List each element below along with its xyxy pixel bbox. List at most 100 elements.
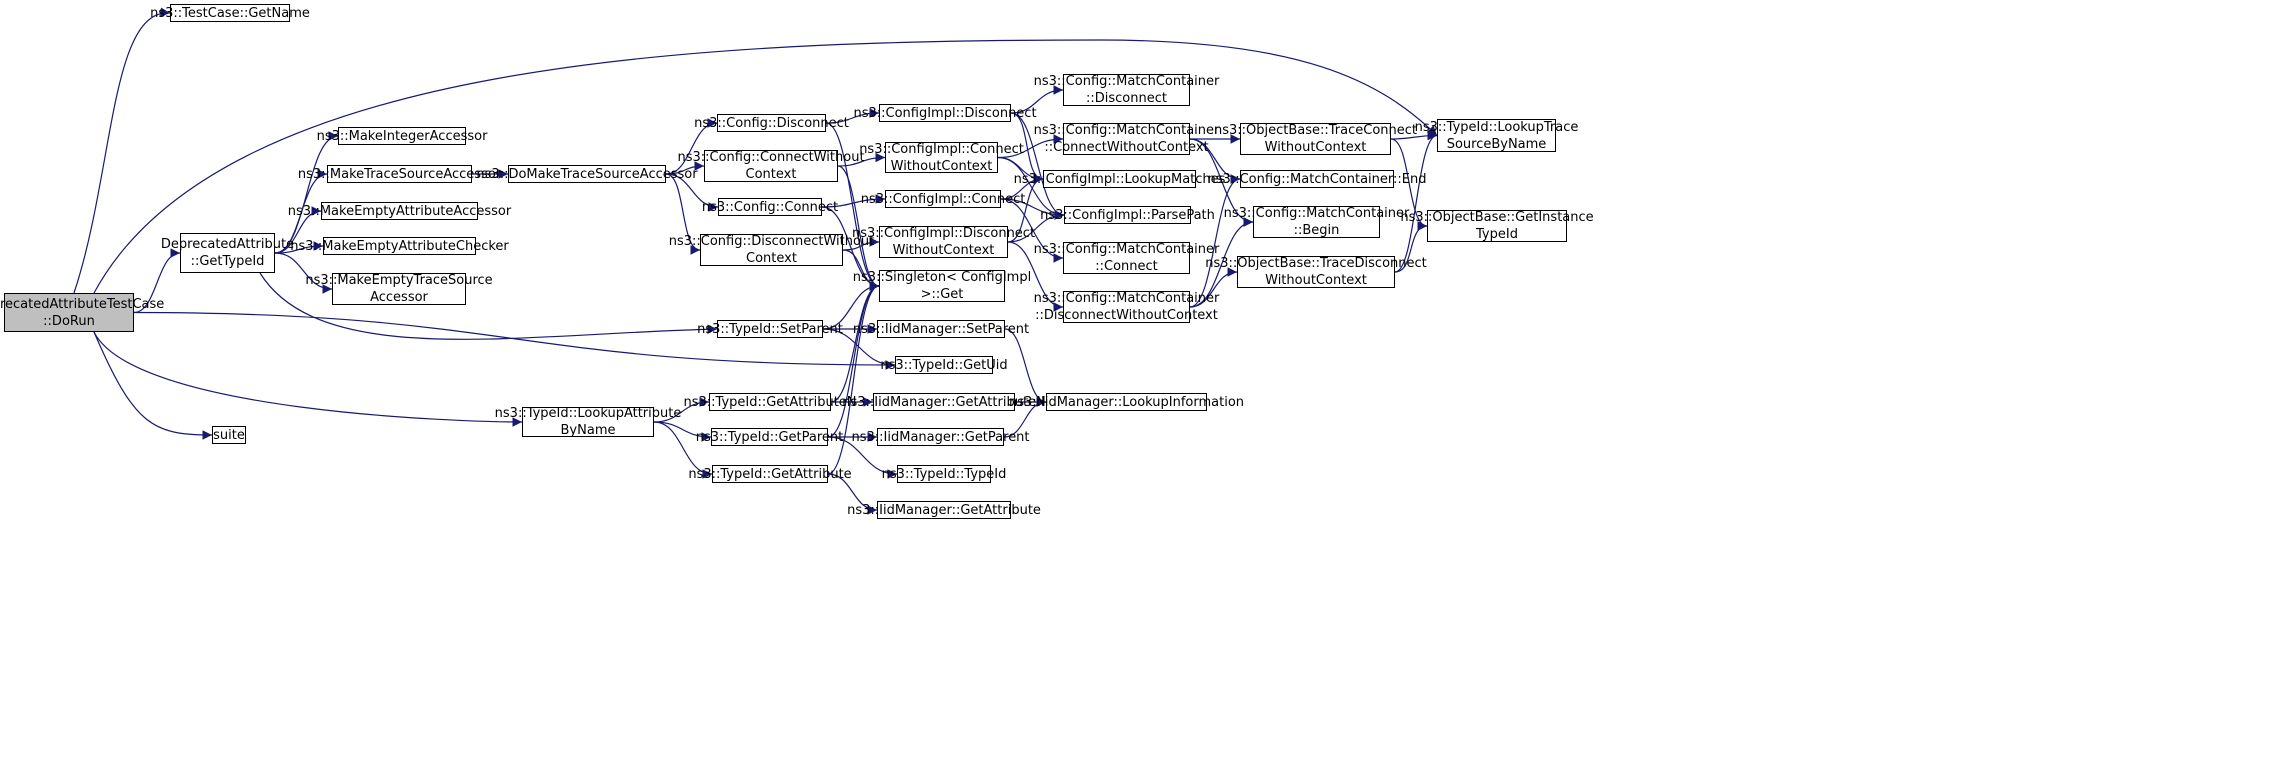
- edge-SetParent-to-GetUid: [822, 328, 896, 370]
- graph-node-label: ::Connect: [1095, 259, 1158, 274]
- graph-node-impl-disconnect[interactable]: ns3::ConfigImpl::Disconnect: [853, 104, 1037, 122]
- edge-MCDisconnectWithoutContext-to-MCEnd: [1189, 174, 1241, 308]
- edge-MCConnectWithoutContext-to-MCBegin: [1189, 138, 1254, 227]
- graph-node-iid-get-attribute-n[interactable]: ns3::IidManager::GetAttributeN: [842, 393, 1046, 411]
- graph-node-label: ns3::TypeId::GetAttributeN: [683, 394, 857, 410]
- graph-node-mcbegin[interactable]: ns3::Config::MatchContainer::Begin: [1224, 206, 1409, 238]
- graph-node-label: ns3::Config::Connect: [701, 199, 839, 215]
- edge-GetTypeId-to-SetParent: [259, 272, 718, 340]
- graph-node-get-parent[interactable]: ns3::TypeId::GetParent: [696, 428, 843, 446]
- graph-node-set-parent[interactable]: ns3::TypeId::SetParent: [697, 320, 843, 338]
- graph-node-get-uid[interactable]: ns3::TypeId::GetUid: [880, 356, 1008, 374]
- graph-node-get-type-id[interactable]: DeprecatedAttribute::GetTypeId: [161, 233, 294, 273]
- graph-node-make-integer-accessor[interactable]: ns3::MakeIntegerAccessor: [317, 127, 487, 145]
- edge-ImplDisconnectWithoutContext-to-MCDisconnectWithoutContext: [1007, 241, 1064, 312]
- graph-node-label: ns3::ConfigImpl::ParsePath: [1040, 207, 1215, 223]
- graph-node-mcdisconnect[interactable]: ns3::Config::MatchContainer::Disconnect: [1034, 74, 1219, 106]
- edge-MCDisconnectWithoutContext-to-TraceDisconnectWithoutContext: [1189, 267, 1238, 308]
- graph-node-mcconnect[interactable]: ns3::Config::MatchContainer::Connect: [1034, 242, 1219, 274]
- graph-node-label: ns3::TypeId::GetUid: [880, 357, 1008, 373]
- edge-DoRun-to-GetName: [73, 7, 171, 294]
- graph-node-label: ns3::ConfigImpl::Disconnect: [853, 105, 1037, 121]
- edge-LookupAttributeByName-to-GetAttribute: [653, 421, 713, 479]
- graph-node-get-attribute[interactable]: ns3::TypeId::GetAttribute: [688, 465, 852, 483]
- graph-node-label: ns3::IidManager::GetParent: [851, 429, 1030, 445]
- graph-node-label: ns3::MakeEmptyAttributeAccessor: [287, 203, 512, 219]
- edge-GetAttribute-to-IidGetAttribute: [827, 473, 878, 515]
- graph-node-parse-path[interactable]: ns3::ConfigImpl::ParsePath: [1040, 206, 1215, 224]
- graph-node-mcend[interactable]: ns3::Config::MatchContainer::End: [1208, 170, 1426, 188]
- graph-node-label: ByName: [560, 423, 616, 438]
- edge-DoRun-to-suite: [93, 331, 213, 440]
- graph-node-label: ns3::TypeId::TypeId: [881, 466, 1007, 482]
- graph-node-make-trace-source-accessor[interactable]: ns3::MakeTraceSourceAccessor: [298, 165, 501, 183]
- graph-node-get-name[interactable]: ns3::TestCase::GetName: [150, 4, 310, 22]
- graph-node-impl-connect[interactable]: ns3::ConfigImpl::Connect: [861, 190, 1025, 208]
- graph-node-config-connect[interactable]: ns3::Config::Connect: [702, 198, 838, 216]
- graph-node-iid-get-attribute[interactable]: ns3::IidManager::GetAttribute: [847, 501, 1041, 519]
- graph-node-label: ::ConnectWithoutContext: [1044, 140, 1209, 155]
- graph-node-do-make-trace-source-accessor[interactable]: ns3::DoMakeTraceSourceAccessor: [476, 165, 698, 183]
- graph-node-singleton-get[interactable]: ns3::Singleton< ConfigImpl>::Get: [853, 270, 1031, 302]
- graph-node-label: WithoutContext: [892, 243, 995, 258]
- graph-node-label: ns3::Config::Disconnect: [694, 115, 849, 131]
- graph-node-label: TypeId: [1476, 227, 1518, 242]
- graph-node-label: ns3::Config::DisconnectWithout: [668, 234, 875, 249]
- graph-node-label: ns3::MakeTraceSourceAccessor: [297, 166, 502, 182]
- graph-node-label: ns3::IidManager::SetParent: [852, 321, 1030, 337]
- graph-node-label: DeprecatedAttribute: [160, 237, 295, 252]
- graph-node-iid-set-parent[interactable]: ns3::IidManager::SetParent: [853, 320, 1029, 338]
- graph-node-label: Context: [745, 167, 797, 182]
- graph-node-label: SourceByName: [1446, 136, 1547, 152]
- edge-ImplConnectWithoutContext-to-MCConnectWithoutContext: [997, 134, 1064, 159]
- graph-node-label: ::DoRun: [43, 313, 95, 329]
- graph-node-lookup-matches[interactable]: ns3::ConfigImpl::LookupMatches: [1014, 170, 1225, 188]
- graph-node-mcdisconnect-without-context[interactable]: ns3::Config::MatchContainer::DisconnectW…: [1034, 291, 1219, 323]
- graph-node-suite[interactable]: suite: [212, 426, 246, 444]
- graph-node-lookup-information[interactable]: ns3::IidManager::LookupInformation: [1009, 393, 1244, 411]
- graph-node-label: ns3::IidManager::GetAttribute: [847, 502, 1041, 518]
- graph-node-iid-get-parent[interactable]: ns3::IidManager::GetParent: [851, 428, 1030, 446]
- graph-node-config-disconnect[interactable]: ns3::Config::Disconnect: [694, 114, 849, 132]
- graph-node-type-id-ctor[interactable]: ns3::TypeId::TypeId: [882, 465, 1006, 483]
- graph-node-get-attribute-n[interactable]: ns3::TypeId::GetAttributeN: [683, 393, 857, 411]
- graph-node-label: ::DisconnectWithoutContext: [1035, 308, 1218, 323]
- graph-node-label: ::Begin: [1293, 223, 1340, 238]
- edge-GetParent-to-TypeIdCtor: [827, 436, 898, 479]
- graph-node-label: WithoutContext: [1265, 273, 1367, 288]
- edge-ConfigDisconnect-to-SingletonGet: [825, 122, 880, 291]
- graph-node-label: ns3::Config::MatchContainer: [1033, 242, 1220, 257]
- graph-node-make-empty-attribute-accessor[interactable]: ns3::MakeEmptyAttributeAccessor: [288, 202, 511, 220]
- graph-node-label: ns3::ConfigImpl::Disconnect: [851, 226, 1036, 241]
- edge-DoRun-to-GetTypeId: [133, 248, 181, 314]
- graph-node-label: ns3::Config::MatchContainer: [1033, 74, 1220, 89]
- graph-node-label: ns3::MakeEmptyTraceSource: [305, 273, 493, 288]
- edge-GetAttributeN-to-SingletonGet: [830, 281, 880, 403]
- graph-node-label: ns3::TypeId::LookupTrace: [1414, 119, 1579, 135]
- graph-node-label: DeprecatedAttributeTestCase: [0, 296, 165, 312]
- graph-node-label: ns3::IidManager::GetAttributeN: [842, 394, 1046, 410]
- graph-node-mcconnect-without-context[interactable]: ns3::Config::MatchContainer::ConnectWith…: [1034, 123, 1219, 155]
- graph-node-label: ns3::ConfigImpl::Connect: [860, 191, 1026, 207]
- graph-node-make-empty-attribute-checker[interactable]: ns3::MakeEmptyAttributeChecker: [290, 237, 509, 255]
- graph-node-label: Context: [746, 251, 797, 266]
- edge-ImplDisconnectWithoutContext-to-LookupMatches: [1007, 174, 1044, 243]
- graph-node-label: suite: [213, 427, 245, 443]
- graph-node-label: ns3::DoMakeTraceSourceAccessor: [476, 166, 698, 182]
- graph-node-do-run[interactable]: DeprecatedAttributeTestCase::DoRun: [0, 293, 164, 332]
- graph-node-label: ns3::Config::MatchContainer: [1033, 123, 1220, 138]
- graph-node-label: ns3::ConfigImpl::Connect: [859, 141, 1024, 157]
- edge-DoMakeTraceSourceAccessor-to-ConfigDisconnectWithoutContext: [665, 173, 701, 255]
- edge-ImplConnectWithoutContext-to-ParsePath: [997, 156, 1065, 220]
